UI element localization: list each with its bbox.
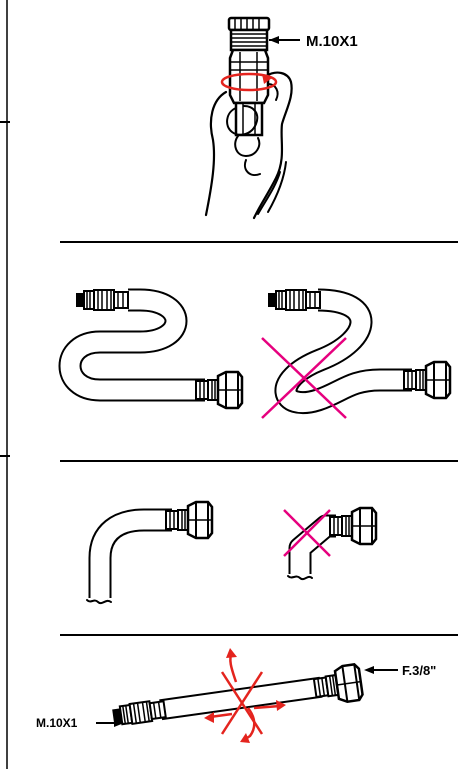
hose-bend-sharp <box>283 506 378 581</box>
thread-label-female: F.3/8" <box>402 663 436 678</box>
thread-label-male: M.10X1 <box>36 716 78 730</box>
rotation-arrow-icon <box>220 72 278 92</box>
hose-loop-over-twisted <box>261 288 452 419</box>
hose-bend-gentle <box>86 500 214 605</box>
thread-label-top: M.10X1 <box>306 33 358 50</box>
hand-tighten-illustration <box>204 16 300 220</box>
hose-loop-correct <box>58 288 244 410</box>
hose-twist-stretch <box>96 648 398 743</box>
stretch-arrow-right-icon <box>253 704 281 710</box>
